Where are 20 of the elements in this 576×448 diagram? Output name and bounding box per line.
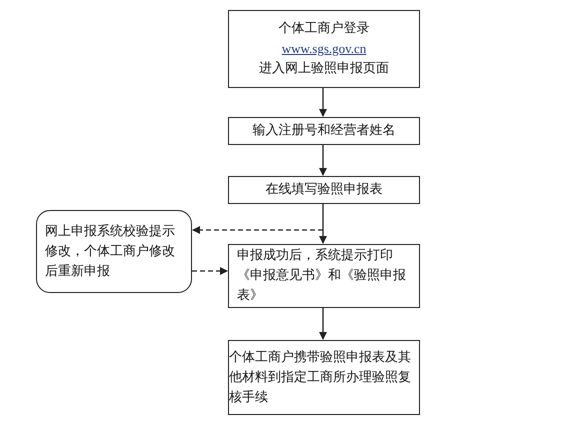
process-box — [228, 340, 420, 415]
step-text: 申报成功后，系统提示打印《申报意见书》和《验照申报表》 — [237, 247, 407, 305]
dashed-arrow — [192, 267, 228, 275]
arrow — [319, 308, 327, 340]
step-text: 进入网上验照申报页面 — [259, 60, 389, 78]
step-text: 输入注册号和经营者姓名 — [252, 122, 396, 140]
step-text: 个体工商户登录 — [278, 20, 370, 38]
step-text: 个体工商户携带验照申报表及其他材料到指定工商所办理验照复核手续 — [229, 348, 412, 406]
arrow — [319, 204, 327, 244]
step-text: 在线填写验照申报表 — [266, 181, 382, 199]
arrow — [319, 88, 327, 117]
arrow — [319, 145, 327, 176]
process-box — [228, 10, 420, 88]
rounded-box — [36, 210, 192, 293]
process-box — [228, 176, 420, 204]
dashed-arrow — [192, 226, 323, 234]
link-text: www.sgs.gov.cn — [282, 40, 366, 58]
process-box — [228, 117, 420, 145]
process-box — [228, 244, 420, 308]
step-text: 网上申报系统校验提示修改，个体工商户修改后重新申报 — [45, 222, 176, 280]
